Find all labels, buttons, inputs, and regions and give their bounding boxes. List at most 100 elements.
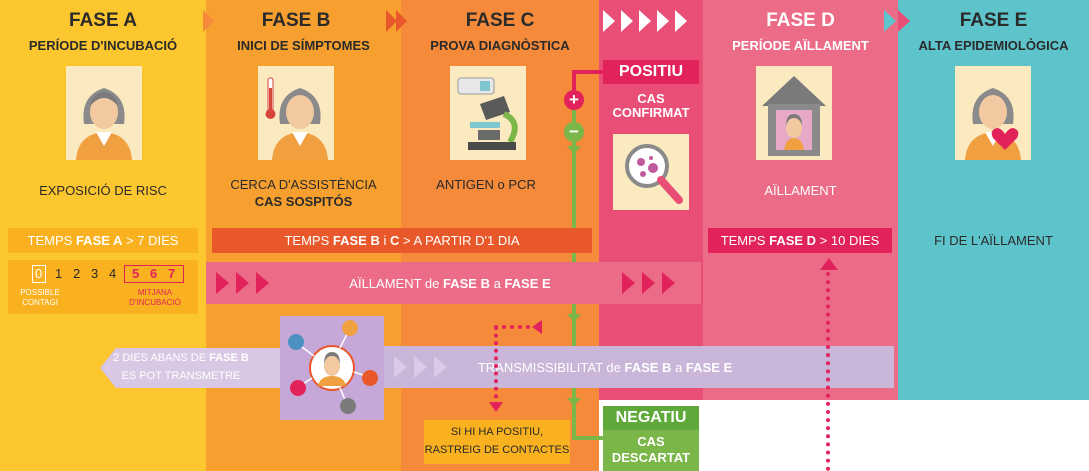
green-arrow-icon	[567, 146, 581, 154]
positiu-caption-line2: CONFIRMAT	[612, 105, 690, 120]
chevron-icon	[396, 10, 407, 32]
contacts-network-icon	[288, 320, 378, 414]
possible-contagi-line1: POSSIBLE	[20, 288, 60, 297]
positive-line	[572, 70, 576, 106]
plus-icon: +	[564, 90, 584, 110]
transmission-band	[384, 346, 894, 388]
fase-a-caption: EXPOSICIÓ DE RISC	[39, 183, 167, 198]
positiu-caption-line1: CAS	[637, 91, 665, 106]
contacts-card	[280, 316, 384, 420]
before-line1: 2 DIES ABANS DE FASE B	[113, 352, 249, 364]
mitjana-line1: MITJANA	[137, 288, 173, 297]
day-3: 3	[91, 266, 99, 281]
chevron-icon	[386, 10, 397, 32]
chevron-icon	[642, 272, 655, 294]
tracing-box	[424, 420, 570, 464]
chevron-icon	[884, 10, 896, 32]
microscope-icon	[457, 77, 518, 150]
result-card	[613, 134, 689, 210]
fase-b-title: FASE B	[261, 10, 331, 31]
negatiu-label: NEGATIU	[603, 406, 699, 430]
tracing-line	[494, 326, 498, 406]
day-6: 6	[150, 266, 158, 281]
chevron-icon	[639, 10, 651, 32]
house-person-icon	[762, 76, 826, 156]
negatiu-caption-line2: DESCARTAT	[611, 450, 691, 465]
chevron-icon	[898, 10, 910, 32]
fase-a-title: FASE A	[69, 10, 137, 31]
fase-c-subtitle: PROVA DIAGNÒSTICA	[430, 38, 570, 53]
fase-b-subtitle: INICI DE SÍMPTOMES	[237, 38, 370, 53]
day-4: 4	[109, 266, 117, 281]
person-thermometer-icon	[265, 77, 328, 160]
day-1: 1	[55, 266, 63, 281]
fase-d-time-band: TEMPS FASE D > 10 DIES	[708, 228, 892, 253]
fase-e-subtitle: ALTA EPIDEMIOLÒGICA	[918, 38, 1069, 53]
fase-e-title: FASE E	[959, 10, 1028, 31]
fase-bc-time-band: TEMPS FASE B i C > A PARTIR D'1 DIA	[212, 228, 592, 253]
chevron-icon	[216, 272, 229, 294]
negatiu-caption-line1: CAS	[637, 434, 665, 449]
chevron-icon	[236, 272, 249, 294]
chevron-icon	[394, 356, 407, 378]
tracing-line1: SI HI HA POSITIU,	[450, 426, 544, 438]
chevron-icon	[434, 356, 447, 378]
green-arrow-icon	[567, 398, 581, 406]
tracing-line	[494, 325, 538, 329]
fase-d-subtitle: PERÍODE AÏLLAMENT	[732, 38, 869, 53]
chevron-icon	[603, 10, 615, 32]
day-5: 5	[132, 266, 140, 281]
virus-magnifier-icon	[625, 144, 683, 204]
decision-line-bottom	[572, 436, 604, 440]
fase-d-column	[703, 0, 898, 400]
tracing-arrow-down	[489, 402, 503, 412]
fase-d-caption: AÏLLAMENT	[764, 183, 837, 198]
day-2: 2	[73, 266, 81, 281]
chevron-icon	[662, 272, 675, 294]
chevron-icon	[414, 356, 427, 378]
fase-c-card	[450, 66, 526, 160]
before-line2: ES POT TRANSMETRE	[121, 370, 241, 382]
fase-b-caption-line1: CERCA D'ASSISTÈNCIA	[230, 177, 377, 192]
tracing-arrow-left	[532, 320, 542, 334]
positive-line-top	[572, 70, 604, 74]
fase-d-arrow-up	[820, 258, 838, 270]
chevron-icon	[622, 272, 635, 294]
chevron-icon	[621, 10, 633, 32]
fase-e-column	[898, 0, 1089, 400]
green-arrow-icon	[567, 314, 581, 322]
mitjana-box	[124, 265, 184, 283]
positiu-label: POSITIU	[603, 60, 699, 84]
fase-e-card	[955, 66, 1031, 160]
fase-d-return-line	[826, 272, 830, 471]
day-0: 0	[35, 266, 43, 281]
tracing-line2: RASTREIG DE CONTACTES	[424, 444, 570, 456]
mitjana-line2: D'INCUBACIÓ	[129, 298, 181, 307]
person-heart-icon	[965, 88, 1021, 160]
fase-d-card	[756, 66, 832, 160]
fase-a-card	[66, 66, 142, 160]
negatiu-box	[603, 430, 699, 471]
isolation-band	[206, 262, 701, 304]
chevron-icon	[657, 10, 669, 32]
day-0-box	[32, 265, 46, 283]
fase-a-time-band: TEMPS FASE A > 7 DIES	[8, 228, 198, 253]
fase-d-title: FASE D	[766, 10, 835, 31]
chevron-icon	[203, 10, 214, 32]
chevron-icon	[256, 272, 269, 294]
before-box	[116, 348, 280, 388]
minus-icon: −	[564, 122, 584, 142]
day-7: 7	[168, 266, 176, 281]
fase-b-card	[258, 66, 334, 160]
transmission-label: TRANSMISSIBILITAT de FASE B a FASE E	[477, 360, 733, 375]
fase-a-subtitle: PERÍODE D'INCUBACIÓ	[28, 38, 178, 53]
fase-c-caption: ANTIGEN o PCR	[436, 177, 536, 192]
chevron-icon	[675, 10, 687, 32]
person-icon	[76, 88, 132, 160]
fase-c-title: FASE C	[465, 10, 535, 31]
before-arrow-head	[100, 348, 116, 388]
fase-e-caption: FI DE L'AÏLLAMENT	[934, 233, 1053, 248]
incubation-scale	[8, 260, 198, 314]
isolation-label: AÏLLAMENT de FASE B a FASE E	[349, 276, 551, 291]
fase-b-caption-line2: CAS SOSPITÓS	[254, 194, 353, 209]
